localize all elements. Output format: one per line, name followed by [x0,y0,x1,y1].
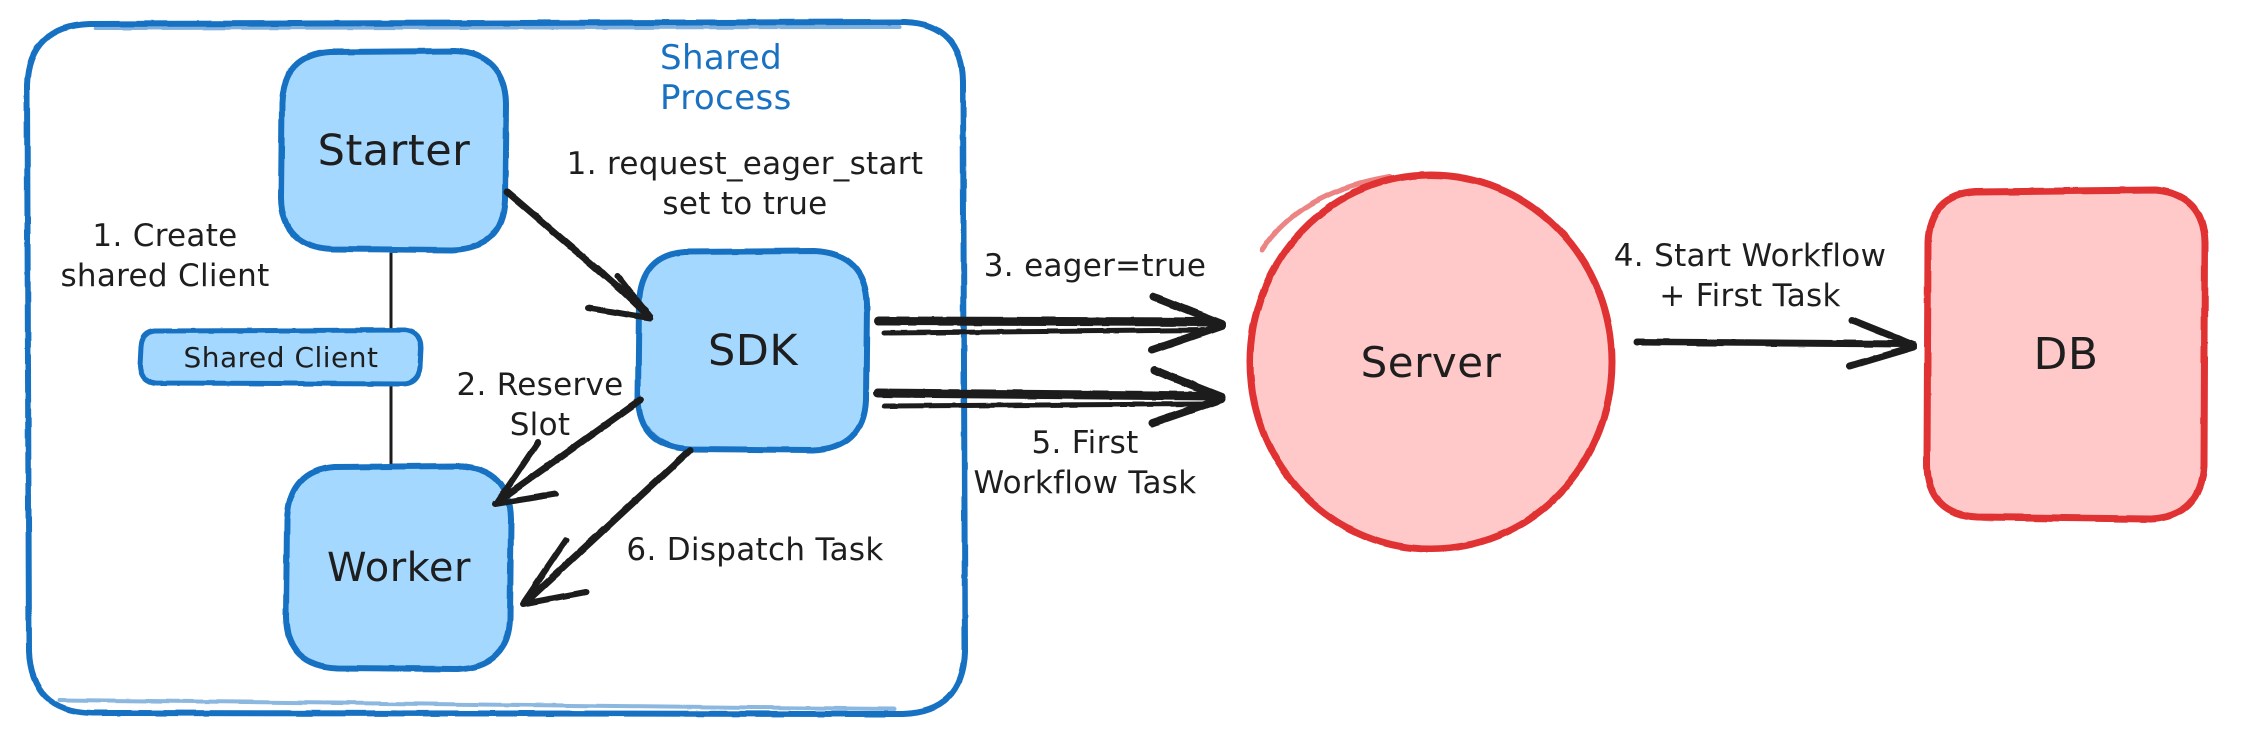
edge-label-line2: shared Client [60,258,270,295]
node-worker[interactable] [283,463,514,672]
node-db[interactable] [1923,186,2209,523]
arrow-sdk-to-worker-dispatch [520,446,694,607]
edge-label-line1: 5. First [1031,425,1139,461]
edge-label-line1: 2. Reserve [456,367,624,403]
shared-process-container [24,19,968,717]
arrow-server-to-db [1633,316,1918,370]
edge-label-eager-true: 3. eager=true [965,246,1225,286]
shared-process-label: Shared Process [660,38,792,118]
edge-label-line2: Slot [509,407,571,444]
edge-label-line2: set to true [662,186,828,223]
arrow-sdk-to-server-first-task [873,366,1226,427]
edge-label-line2: + First Task [1659,278,1841,315]
arrow-starter-to-sdk [503,188,653,321]
node-shared-client[interactable] [137,327,424,387]
edge-label-line1: 1. Create [92,218,238,254]
edge-label-create-shared-client: 1. Create shared Client [30,216,300,297]
edge-label-line1: 3. eager=true [983,248,1207,284]
edge-label-reserve-slot: 2. Reserve Slot [430,365,650,446]
arrow-sdk-to-server-eager [873,293,1226,354]
node-sdk[interactable] [635,248,870,453]
edge-label-line1: 1. request_eager_start [566,146,924,182]
edge-starter-sharedclient-worker [387,248,395,469]
edge-label-line2: Workflow Task [973,465,1197,502]
arrow-sdk-to-worker-reserve [492,396,644,507]
edge-label-start-workflow-first-task: 4. Start Workflow + First Task [1600,236,1900,317]
node-server[interactable] [1246,171,1616,553]
edge-label-request-eager-start: 1. request_eager_start set to true [540,144,950,225]
edge-label-first-workflow-task: 5. First Workflow Task [945,423,1225,504]
edge-label-line1: 4. Start Workflow [1613,238,1887,274]
edge-label-dispatch-task: 6. Dispatch Task [610,530,900,570]
edge-label-line1: 6. Dispatch Task [626,532,884,568]
node-starter[interactable] [278,48,509,253]
